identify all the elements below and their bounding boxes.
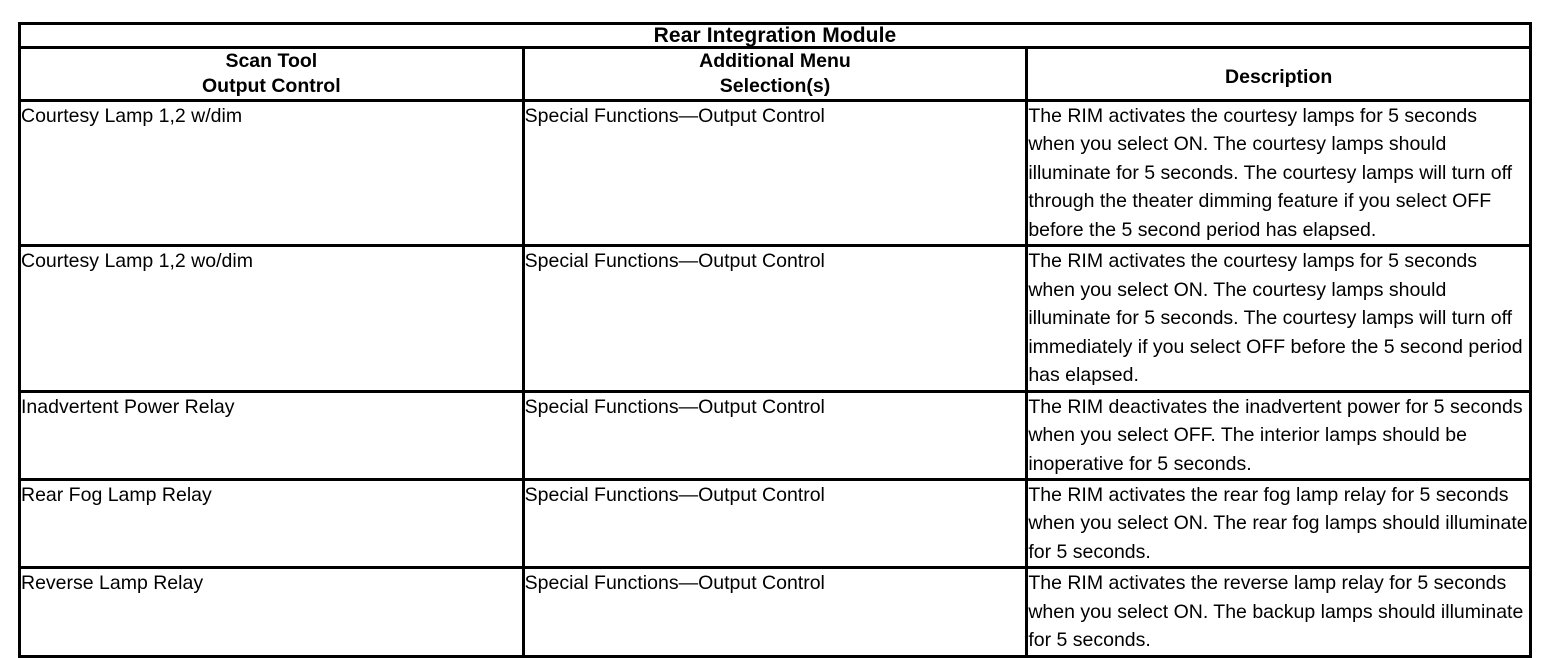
column-header-description: Description <box>1025 46 1532 102</box>
table-row: Rear Fog Lamp Relay Special Functions—Ou… <box>18 478 1532 570</box>
table-row: Courtesy Lamp 1,2 wo/dim Special Functio… <box>18 244 1532 393</box>
cell-scan-tool-output-control: Inadvertent Power Relay <box>18 390 525 482</box>
cell-additional-menu-selection: Special Functions—Output Control <box>522 244 1029 393</box>
column-header-line-1: Additional Menu <box>699 50 851 72</box>
table-row: Reverse Lamp Relay Special Functions—Out… <box>18 566 1532 657</box>
cell-additional-menu-selection: Special Functions—Output Control <box>522 478 1029 570</box>
spec-table-container: Rear Integration Module Scan Tool Output… <box>18 22 1532 658</box>
cell-additional-menu-selection: Special Functions—Output Control <box>522 390 1029 482</box>
cell-description: The RIM activates the courtesy lamps for… <box>1025 244 1532 393</box>
cell-scan-tool-output-control: Courtesy Lamp 1,2 wo/dim <box>18 244 525 393</box>
table-title: Rear Integration Module <box>18 22 1532 49</box>
column-header-line-1: Description <box>1225 65 1333 88</box>
cell-description: The RIM activates the courtesy lamps for… <box>1025 99 1532 248</box>
page-root: Rear Integration Module Scan Tool Output… <box>18 22 1532 658</box>
column-header-scan-tool-output-control: Scan Tool Output Control <box>18 46 525 102</box>
table-header-row: Scan Tool Output Control Additional Menu… <box>18 46 1532 102</box>
cell-description: The RIM deactivates the inadvertent powe… <box>1025 390 1532 482</box>
cell-scan-tool-output-control: Rear Fog Lamp Relay <box>18 478 525 570</box>
column-header-line-2: Output Control <box>202 74 341 97</box>
cell-scan-tool-output-control: Reverse Lamp Relay <box>18 566 525 657</box>
cell-description: The RIM activates the reverse lamp relay… <box>1025 566 1532 657</box>
column-header-line-1: Scan Tool <box>225 50 318 72</box>
cell-additional-menu-selection: Special Functions—Output Control <box>522 566 1029 657</box>
table-row: Courtesy Lamp 1,2 w/dim Special Function… <box>18 99 1532 248</box>
column-header-line-2: Selection(s) <box>719 74 831 97</box>
table-title-row: Rear Integration Module <box>18 22 1532 49</box>
table-row: Inadvertent Power Relay Special Function… <box>18 390 1532 482</box>
cell-additional-menu-selection: Special Functions—Output Control <box>522 99 1029 248</box>
rear-integration-module-table: Rear Integration Module Scan Tool Output… <box>18 22 1532 658</box>
column-header-additional-menu-selections: Additional Menu Selection(s) <box>522 46 1029 102</box>
cell-scan-tool-output-control: Courtesy Lamp 1,2 w/dim <box>18 99 525 248</box>
cell-description: The RIM activates the rear fog lamp rela… <box>1025 478 1532 570</box>
